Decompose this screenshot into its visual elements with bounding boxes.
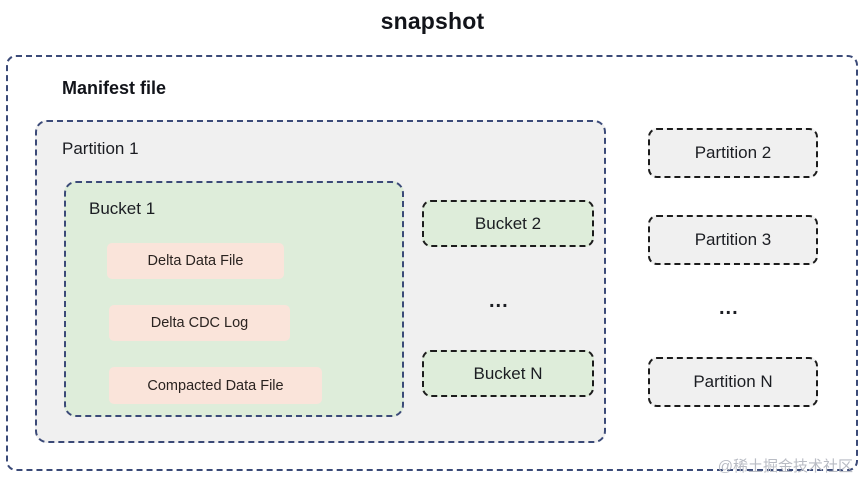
- bucket-1-container: Bucket 1 Delta Data File Delta CDC Log C…: [64, 181, 404, 417]
- partition-3-chip: Partition 3: [648, 215, 818, 265]
- delta-cdc-log-chip: Delta CDC Log: [109, 305, 290, 341]
- page-title: snapshot: [380, 8, 485, 34]
- partition-1-label: Partition 1: [62, 139, 139, 158]
- compacted-data-file-chip: Compacted Data File: [109, 367, 322, 404]
- snapshot-container: [6, 55, 858, 471]
- delta-data-file-chip: Delta Data File: [107, 243, 284, 279]
- bucket-1-label: Bucket 1: [89, 199, 156, 218]
- bucket-2-chip: Bucket 2: [422, 200, 594, 247]
- partition-ellipsis: ...: [719, 297, 739, 319]
- watermark-text: @稀土掘金技术社区: [717, 458, 853, 475]
- bucket-ellipsis: ...: [489, 290, 509, 312]
- partition-2-chip: Partition 2: [648, 128, 818, 178]
- partition-n-chip: Partition N: [648, 357, 818, 407]
- bucket-n-chip: Bucket N: [422, 350, 594, 397]
- manifest-file-label: Manifest file: [62, 78, 167, 98]
